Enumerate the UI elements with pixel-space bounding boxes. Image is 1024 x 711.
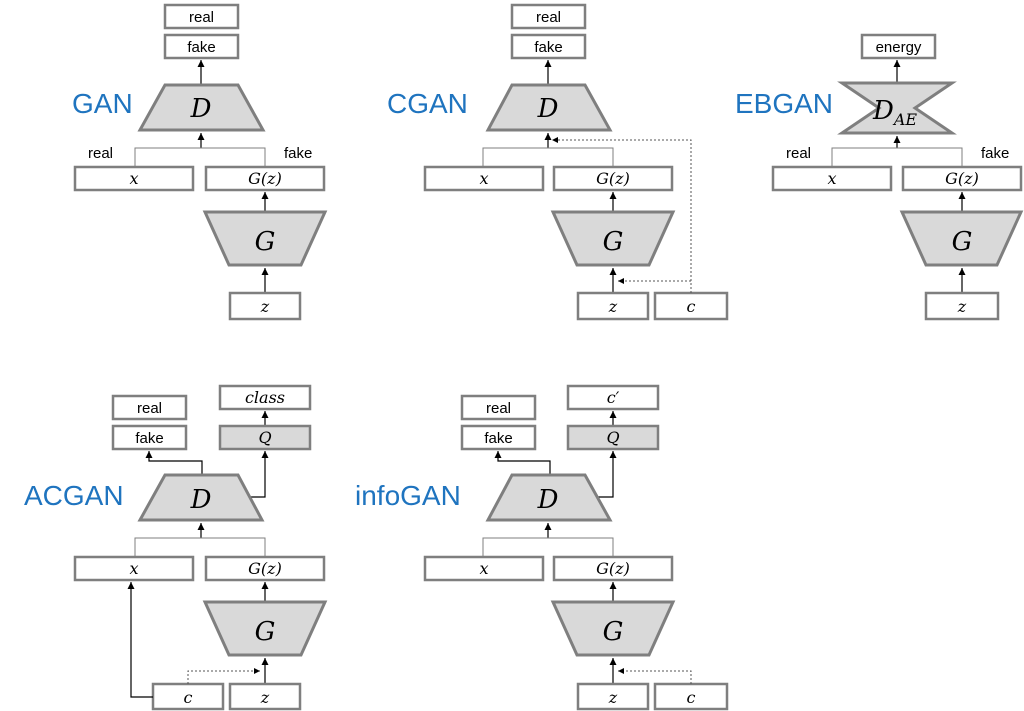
gan-title: GAN	[72, 88, 133, 119]
gan-z-box: z	[228, 291, 302, 321]
cgan-g-label: G	[603, 227, 624, 257]
acgan-title: ACGAN	[24, 480, 124, 511]
acgan-fake-box: fake	[111, 424, 188, 451]
acgan-g-label: G	[255, 617, 276, 647]
infogan-title: infoGAN	[355, 480, 461, 511]
infogan-z-box: z	[576, 682, 650, 711]
gan-x-text: x	[129, 169, 138, 188]
gan-z-text: z	[260, 297, 270, 316]
ebgan-title: EBGAN	[735, 88, 833, 119]
gan-d-label: D	[190, 94, 212, 124]
infogan-generator: G	[550, 600, 676, 657]
cgan-fake-text: fake	[534, 39, 562, 56]
acgan-d-label: D	[190, 485, 212, 515]
acgan-x-text: x	[129, 559, 138, 578]
infogan-g-label: G	[603, 617, 624, 647]
cgan-z-text: z	[608, 297, 618, 316]
ebgan-real-side-label: real	[786, 145, 811, 162]
cgan-real-text: real	[536, 9, 561, 26]
infogan-c-text: c	[687, 688, 696, 707]
infogan-real-box: real	[460, 394, 537, 421]
acgan-z-box: z	[228, 682, 302, 711]
ebgan-fake-side-label: fake	[981, 145, 1009, 162]
cgan-real-box: real	[510, 3, 587, 30]
gan-real-side-label: real	[88, 145, 113, 162]
acgan-real-box: real	[111, 394, 188, 421]
infogan-fake-box: fake	[460, 424, 537, 451]
ebgan-g-label: G	[952, 227, 973, 257]
cgan-d-label: D	[537, 94, 559, 124]
acgan-gz-text: G(z)	[248, 559, 282, 578]
ebgan-energy-box: energy	[860, 33, 937, 60]
infogan-x-text: x	[479, 559, 488, 578]
acgan-fake-text: fake	[135, 430, 163, 447]
gan-real-box: real	[163, 3, 240, 30]
cgan-x-text: x	[479, 169, 488, 188]
acgan-class-box: class	[218, 384, 312, 411]
ebgan-diagram: EBGAN energy DAE real fake x G(z) G	[735, 33, 1024, 321]
acgan-discriminator: D	[137, 473, 265, 522]
cgan-z-box: z	[576, 291, 650, 321]
cgan-x-box: x	[423, 165, 545, 192]
infogan-c-prime-text: c′	[607, 388, 620, 407]
cgan-diagram: CGAN real fake D x G(z) G	[387, 3, 729, 321]
gan-fake-box: fake	[163, 33, 240, 60]
infogan-q-text: Q	[606, 428, 619, 447]
gan-g-label: G	[255, 227, 276, 257]
acgan-z-text: z	[260, 688, 270, 707]
acgan-q-box: Q	[218, 424, 312, 451]
cgan-title: CGAN	[387, 88, 468, 119]
infogan-d-label: D	[537, 485, 559, 515]
ebgan-z-text: z	[957, 297, 967, 316]
acgan-c-box: c	[151, 682, 225, 711]
acgan-diagram: ACGAN real fake class Q D x	[24, 384, 328, 711]
acgan-generator: G	[202, 600, 328, 657]
cgan-discriminator: D	[485, 83, 613, 132]
ebgan-generator: G	[899, 210, 1024, 267]
cgan-fake-box: fake	[510, 33, 587, 60]
acgan-class-text: class	[245, 388, 285, 407]
ebgan-x-box: x	[771, 165, 893, 192]
gan-real-text: real	[189, 9, 214, 26]
cgan-gz-box: G(z)	[552, 165, 674, 192]
cgan-c-box: c	[653, 291, 729, 321]
ebgan-autoencoder-discriminator: DAE	[837, 81, 957, 135]
infogan-c-prime-box: c′	[566, 384, 660, 411]
gan-diagram: GAN real fake D real fake x G(z) G	[72, 3, 328, 321]
ebgan-x-text: x	[827, 169, 836, 188]
infogan-real-text: real	[486, 400, 511, 417]
ebgan-d-label: DAE	[872, 96, 917, 129]
gan-fake-side-label: fake	[284, 145, 312, 162]
infogan-diagram: infoGAN real fake c′ Q D x	[355, 384, 729, 711]
infogan-z-text: z	[608, 688, 618, 707]
infogan-gz-text: G(z)	[596, 559, 630, 578]
ebgan-energy-text: energy	[876, 39, 922, 56]
infogan-q-box: Q	[566, 424, 660, 451]
cgan-generator: G	[550, 210, 676, 267]
gan-fake-text: fake	[187, 39, 215, 56]
gan-x-box: x	[73, 165, 195, 192]
cgan-c-text: c	[687, 297, 696, 316]
infogan-fake-text: fake	[484, 430, 512, 447]
gan-gz-text: G(z)	[248, 169, 282, 188]
acgan-x-box: x	[73, 555, 195, 582]
infogan-discriminator: D	[485, 473, 613, 522]
gan-gz-box: G(z)	[204, 165, 326, 192]
acgan-real-text: real	[137, 400, 162, 417]
gan-generator: G	[202, 210, 328, 267]
cgan-gz-text: G(z)	[596, 169, 630, 188]
ebgan-gz-box: G(z)	[901, 165, 1023, 192]
infogan-c-box: c	[653, 682, 729, 711]
gan-discriminator: D	[137, 83, 266, 132]
ebgan-z-box: z	[924, 291, 1000, 321]
ebgan-gz-text: G(z)	[945, 169, 979, 188]
infogan-x-box: x	[423, 555, 545, 582]
infogan-gz-box: G(z)	[552, 555, 674, 582]
acgan-c-text: c	[184, 688, 193, 707]
acgan-gz-box: G(z)	[204, 555, 326, 582]
acgan-q-text: Q	[258, 428, 271, 447]
